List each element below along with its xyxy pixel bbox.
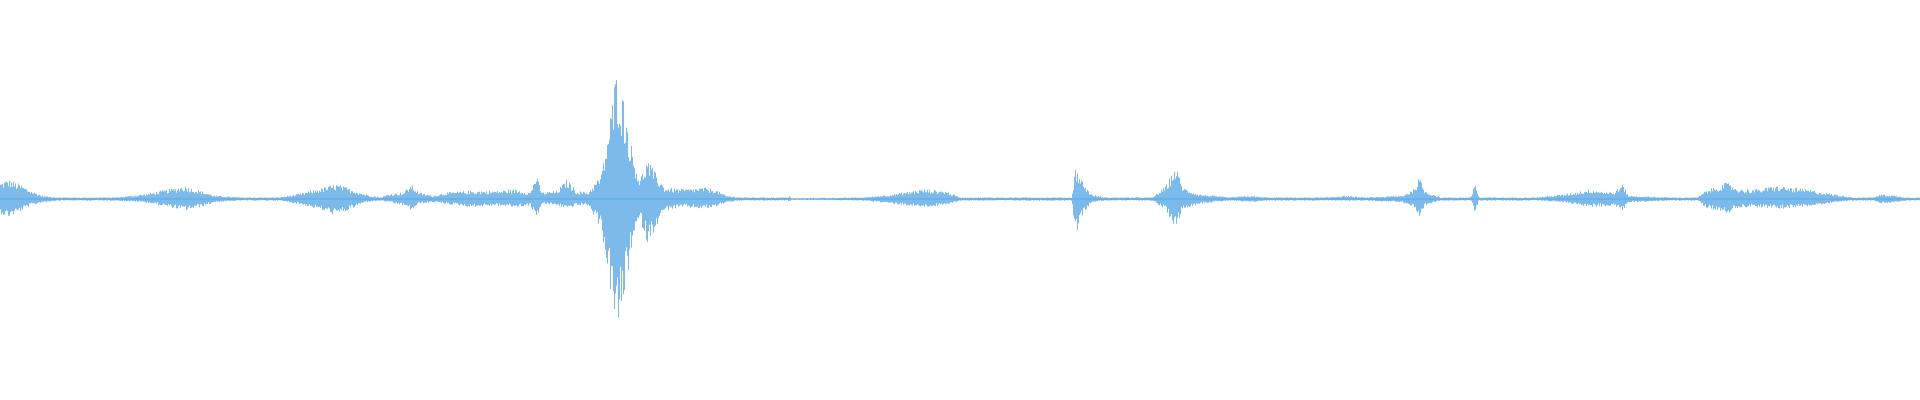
waveform-shape	[0, 80, 1920, 318]
